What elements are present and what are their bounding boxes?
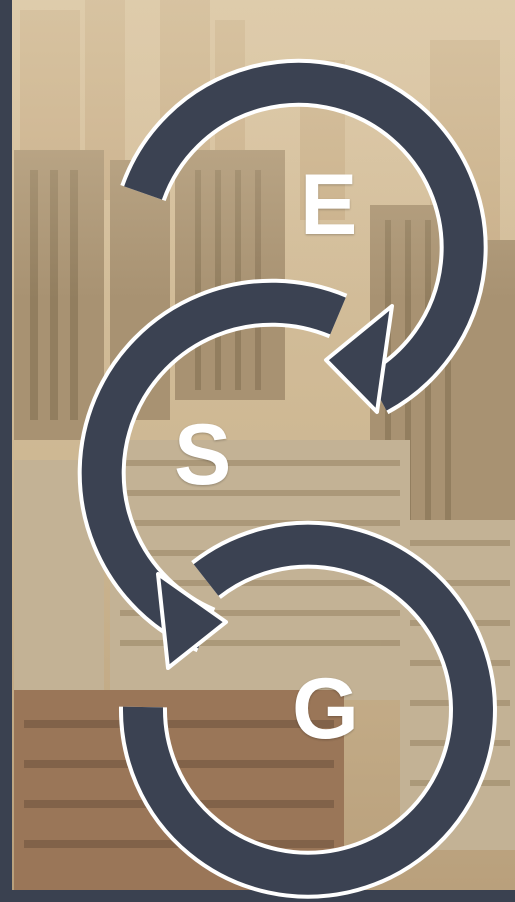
arrow-e-icon bbox=[120, 58, 488, 415]
bottom-frame bbox=[0, 890, 515, 902]
arrow-s-icon bbox=[77, 278, 348, 670]
letter-g-label: G bbox=[292, 661, 359, 757]
letter-s-label: S bbox=[174, 407, 232, 503]
letter-e-label: E bbox=[300, 157, 358, 253]
left-frame bbox=[0, 0, 12, 902]
arrow-g-icon bbox=[118, 520, 497, 899]
